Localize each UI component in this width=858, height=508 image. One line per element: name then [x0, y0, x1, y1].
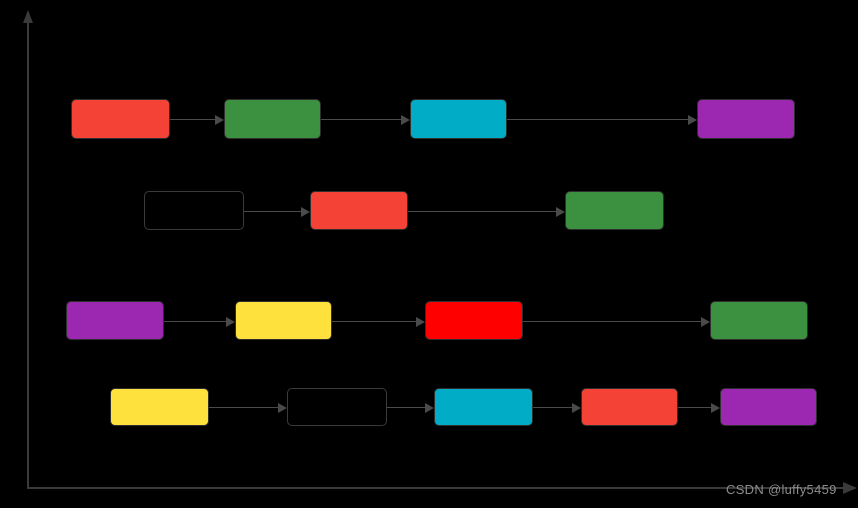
flow-connector [209, 407, 278, 408]
flow-connector [678, 407, 711, 408]
flow-node-empty[interactable] [144, 191, 244, 230]
flow-connector-arrow-icon [278, 403, 287, 413]
flow-node-purple[interactable] [720, 388, 817, 426]
flow-connector [321, 119, 401, 120]
flow-node-empty[interactable] [287, 388, 387, 426]
flow-connector-arrow-icon [556, 206, 565, 217]
x-axis-arrow-icon [843, 482, 857, 494]
flow-node-purple[interactable] [66, 301, 164, 340]
watermark-text: CSDN @luffy5459 [726, 482, 837, 497]
flow-connector [523, 320, 701, 322]
flow-node-green[interactable] [565, 191, 664, 230]
flow-connector-arrow-icon [711, 403, 720, 413]
x-axis-line [27, 487, 843, 489]
flow-node-yellow[interactable] [235, 301, 332, 340]
flow-node-yellow[interactable] [110, 388, 209, 426]
flow-connector-arrow-icon [425, 403, 434, 413]
flow-connector [244, 210, 301, 212]
flow-connector-arrow-icon [688, 115, 697, 125]
flow-connector-arrow-icon [226, 316, 235, 327]
flow-connector [387, 407, 425, 408]
flow-connector-arrow-icon [301, 206, 310, 217]
flow-node-red[interactable] [71, 99, 170, 139]
flow-connector-arrow-icon [416, 316, 425, 327]
flow-node-green[interactable] [224, 99, 321, 139]
flow-connector [170, 119, 215, 120]
flow-connector-arrow-icon [215, 115, 224, 125]
flow-node-red-bright[interactable] [425, 301, 523, 340]
y-axis-line [27, 22, 29, 487]
flow-connector [533, 407, 572, 408]
flow-connector [332, 320, 416, 322]
flow-node-cyan[interactable] [434, 388, 533, 426]
y-axis-arrow-icon [23, 10, 33, 23]
flow-connector-arrow-icon [401, 115, 410, 125]
flow-connector [408, 210, 556, 212]
flow-node-red[interactable] [310, 191, 408, 230]
flow-connector-arrow-icon [701, 316, 710, 327]
flow-node-purple[interactable] [697, 99, 795, 139]
flow-node-green[interactable] [710, 301, 808, 340]
flow-connector-arrow-icon [572, 403, 581, 413]
flow-node-red[interactable] [581, 388, 678, 426]
flow-node-cyan[interactable] [410, 99, 507, 139]
flow-connector [164, 320, 226, 322]
flow-connector [507, 119, 688, 120]
